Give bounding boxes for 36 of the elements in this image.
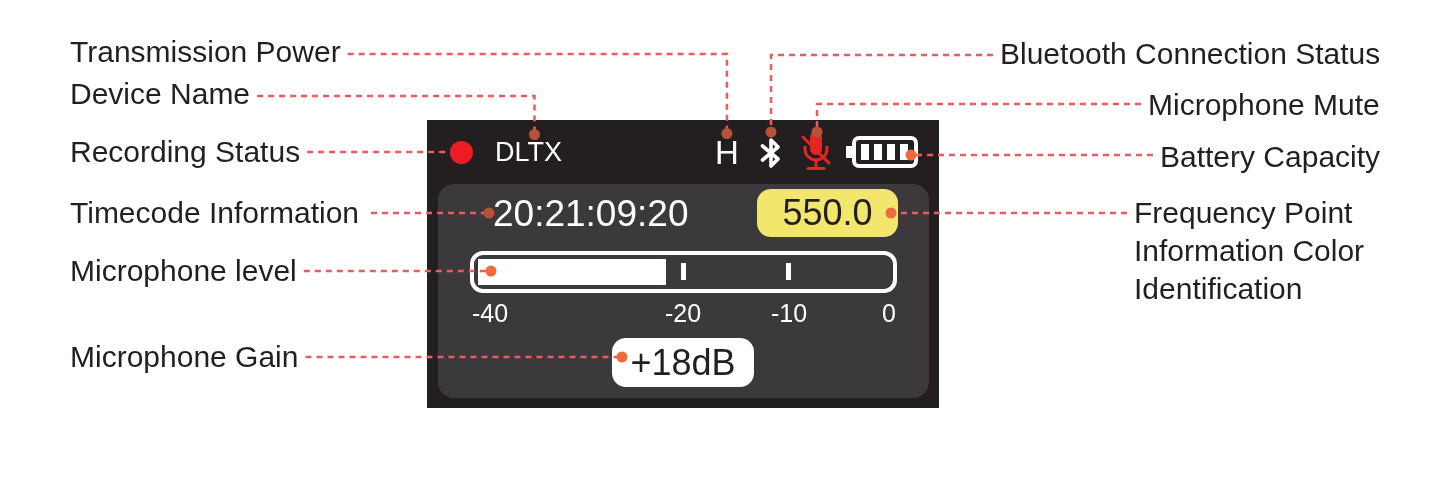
scale-label: -10: [770, 300, 808, 326]
scale-label: -20: [664, 300, 702, 326]
callout-label: Frequency Point Information Color Identification: [1134, 194, 1384, 308]
device-name: DLTX: [495, 138, 562, 166]
leader-line: [811, 102, 1141, 138]
callout-label: Recording Status: [70, 134, 301, 170]
leader-line: [371, 207, 495, 219]
callout-label: Device Name: [70, 76, 251, 112]
callout-label: Battery Capacity: [1160, 139, 1381, 175]
scale-label: -40: [471, 300, 509, 326]
timecode-readout: 20:21:09:20: [493, 194, 689, 232]
callout-label: Transmission Power: [70, 34, 341, 70]
muted-microphone-icon: [800, 130, 832, 171]
leader-line: [905, 149, 1153, 161]
callout-label: Bluetooth Connection Status: [1000, 36, 1381, 72]
leader-line: [885, 207, 1127, 219]
leader-line: [347, 52, 733, 139]
scale-label: 0: [882, 300, 896, 326]
frequency-value: 550.0: [782, 195, 873, 231]
callout-label: Microphone Gain: [70, 339, 299, 375]
gain-value: +18dB: [630, 344, 736, 381]
callout-label: Timecode Information: [70, 195, 359, 231]
display-panel: [438, 184, 929, 398]
battery-icon: [846, 136, 918, 168]
leader-line: [305, 351, 628, 363]
status-dot-icon: [450, 141, 473, 164]
level-meter: [470, 251, 897, 293]
display-screen: [427, 120, 939, 408]
leader-line: [765, 53, 993, 138]
frequency-highlight: [757, 189, 898, 237]
power-indicator: H: [715, 135, 739, 169]
leader-line: [257, 94, 540, 140]
gain-display: [612, 338, 754, 387]
callout-label: Microphone level: [70, 253, 297, 289]
callout-label: Microphone Mute: [1148, 87, 1380, 123]
leader-line: [303, 265, 497, 277]
